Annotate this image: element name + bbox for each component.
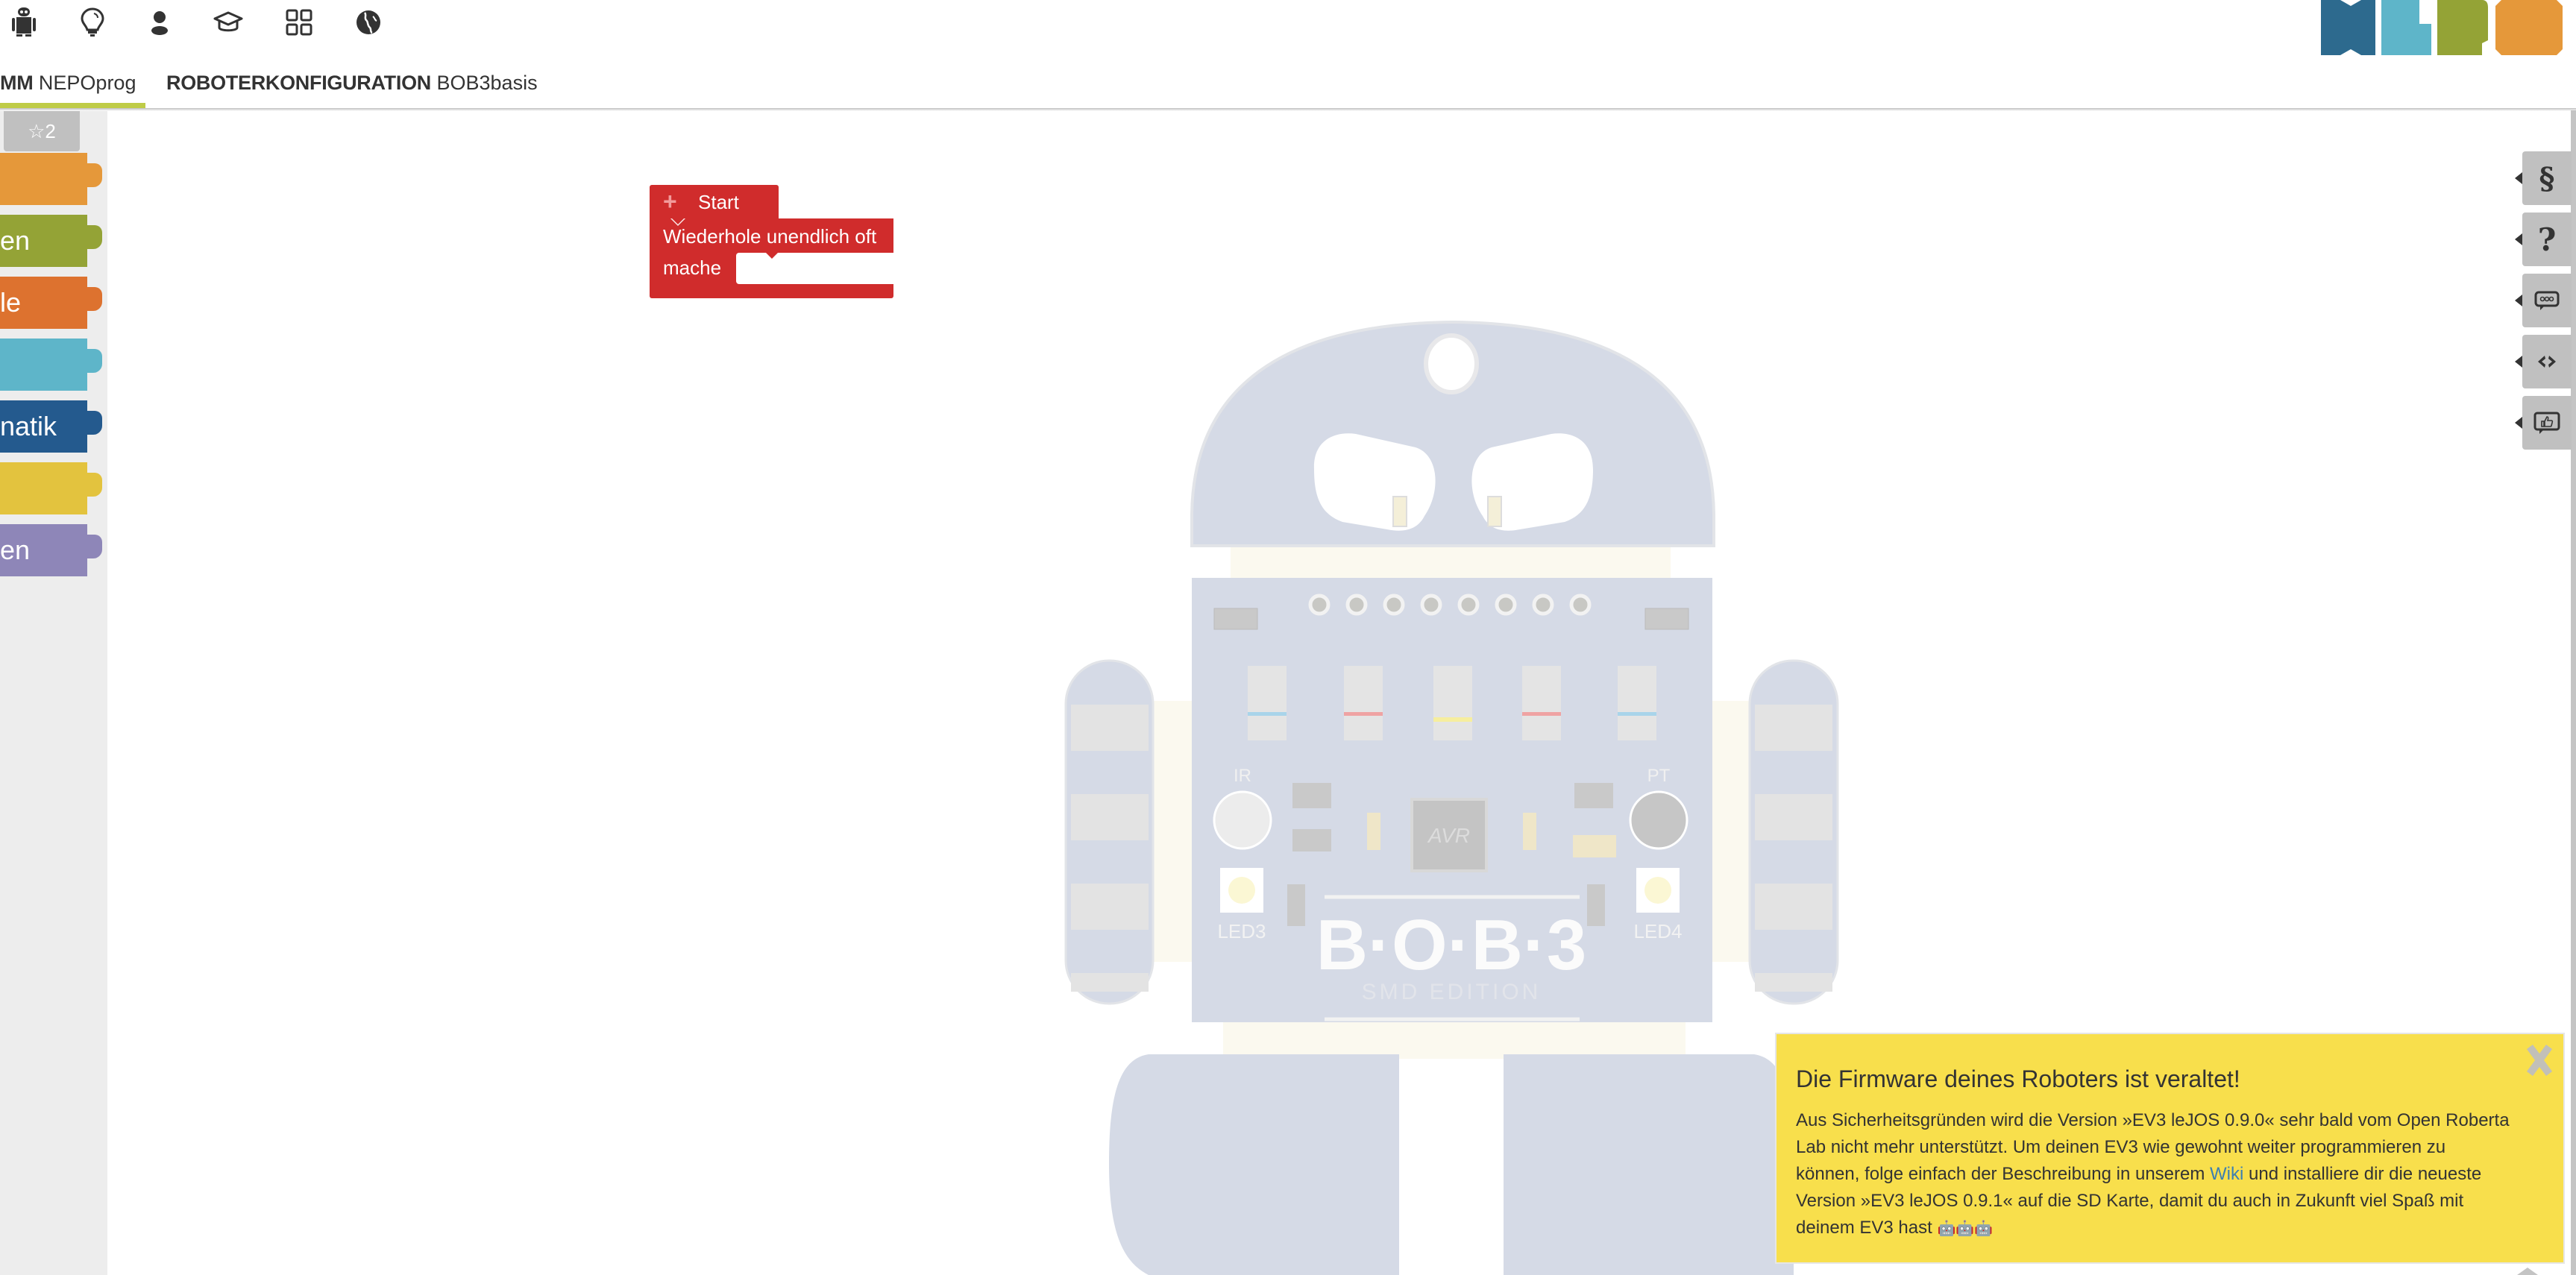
gallery-grid-icon [286,9,312,36]
category-tab-notch [86,349,102,373]
svg-text:AVR: AVR [1427,824,1470,847]
tutorial-menu-button[interactable] [210,4,246,40]
chat-icon [2534,291,2560,310]
svg-text:LED3: LED3 [1217,920,1266,942]
svg-text:?: ? [2538,224,2557,254]
start-block[interactable]: + Start [650,185,779,219]
toolbox-category-4[interactable]: natik [0,400,102,453]
tab-config-type: ROBOTERKONFIGURATION [166,72,431,94]
plus-icon[interactable]: + [663,188,677,215]
repeat-forever-block[interactable]: Wiederhole unendlich oft mache [650,218,893,298]
robot-menu-button[interactable] [6,4,42,40]
robot-icon [12,7,36,37]
help-icon: ? [2538,224,2557,254]
caret-left-icon [2515,295,2522,306]
svg-text:LED4: LED4 [1633,920,1682,942]
category-tab-notch [86,225,102,249]
tab-program[interactable]: MM NEPOprog [0,60,136,106]
feedback-button[interactable] [2515,396,2572,450]
category-tab-notch [86,287,102,311]
caret-left-icon [2515,172,2522,184]
firmware-warning-notification: Die Firmware deines Roboters ist veralte… [1775,1033,2565,1264]
caret-left-icon [2515,356,2522,368]
tab-bar: MM NEPOprog ROBOTERKONFIGURATION BOB3bas… [0,60,2576,109]
tab-program-name: NEPOprog [38,72,136,94]
tab-robot-configuration[interactable]: ROBOTERKONFIGURATION BOB3basis [166,60,538,106]
caret-left-icon [2515,233,2522,245]
scroll-up-arrow-icon[interactable] [2517,1268,2538,1275]
block-connector-inner [672,218,684,224]
wiki-link[interactable]: Wiki [2210,1164,2244,1184]
code-view-button[interactable] [2515,335,2572,388]
repeat-forever-label: Wiederhole unendlich oft [663,225,877,248]
category-label: en [0,225,31,256]
code-icon [2538,356,2556,368]
notification-body: Aus Sicherheitsgründen wird die Version … [1796,1107,2512,1242]
category-label: natik [0,411,57,441]
toolbox-category-3[interactable] [0,339,102,391]
user-icon [151,11,168,35]
legal-paragraph-icon: § [2539,163,2555,193]
svg-text:IR: IR [1234,766,1251,786]
svg-text:B·O·B·3: B·O·B·3 [1316,905,1587,985]
category-tab-notch [86,473,102,497]
nepo-logo [2321,0,2563,55]
user-menu-button[interactable] [142,4,178,40]
globe-icon [356,10,380,34]
toolbox-category-6[interactable]: en [0,524,102,576]
tab-config-name: BOB3basis [436,72,538,94]
svg-text:SMD EDITION: SMD EDITION [1362,980,1542,1004]
category-tab-notch [86,163,102,187]
start-block-label: Start [698,191,739,213]
right-panel-scrollbar[interactable] [2571,110,2576,1275]
toolbox-category-5[interactable] [0,462,102,514]
legal-info-button[interactable]: § [2515,151,2572,205]
robot-emoji: 🤖🤖🤖 [1937,1221,1994,1237]
notification-title: Die Firmware deines Roboters ist veralte… [1796,1065,2240,1092]
category-tab-notch [86,535,102,558]
feedback-thumbs-up-icon [2533,412,2560,434]
slot-connector [766,253,778,259]
top-menu-bar [0,0,2576,60]
toolbox-category-0[interactable] [0,153,102,205]
program-menu-button[interactable] [75,4,110,40]
do-label: mache [663,256,722,279]
caret-left-icon [2515,417,2522,429]
close-icon[interactable] [2521,1042,2558,1079]
graduation-cap-icon [213,11,243,32]
active-tab-indicator [0,103,145,109]
notification-text-part2: und installiere dir die neueste Version … [1796,1164,2482,1238]
svg-text:PT: PT [1647,766,1671,786]
category-label: en [0,535,31,565]
category-tab-notch [86,411,102,435]
do-statement-slot[interactable] [736,253,893,284]
tab-program-type: MM [0,72,34,94]
gallery-menu-button[interactable] [281,4,317,40]
header-divider [0,108,2576,111]
svg-text:§: § [2539,163,2555,193]
notification-text-part1: Aus Sicherheitsgründen wird die Version … [1796,1110,2510,1184]
help-button[interactable]: ? [2515,212,2572,266]
info-chat-button[interactable] [2515,274,2572,327]
language-menu-button[interactable] [351,4,386,40]
toolbox-level-button[interactable]: ☆2 [4,111,80,151]
lightbulb-icon [81,7,104,37]
toolbox-category-1[interactable]: en [0,215,102,267]
toolbox-category-2[interactable]: le [0,277,102,329]
category-label: le [0,287,22,318]
